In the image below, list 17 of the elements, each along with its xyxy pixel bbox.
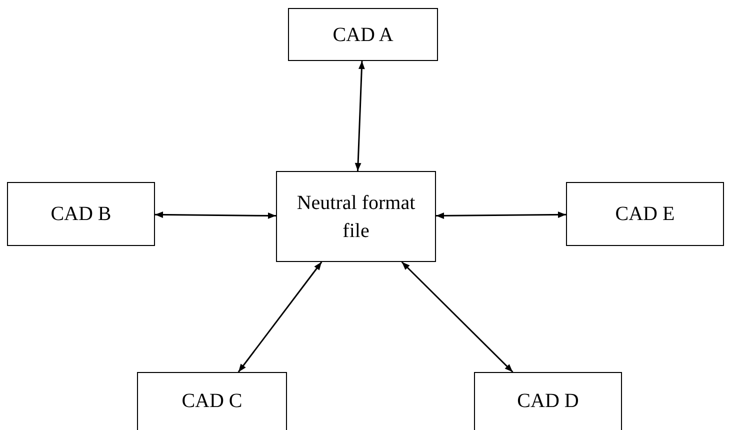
double-arrow <box>401 261 514 373</box>
double-arrow <box>354 60 365 172</box>
process-box <box>7 182 155 246</box>
box-label: CAD B <box>50 202 112 227</box>
process-box <box>288 8 438 61</box>
process-box <box>474 372 622 430</box>
double-arrow <box>436 212 566 219</box>
process-box <box>566 182 724 246</box>
process-box <box>276 171 436 262</box>
double-arrow <box>155 212 276 219</box>
box-label: Neutral format file <box>296 190 416 244</box>
process-box <box>137 372 287 430</box>
box-label: CAD E <box>615 202 675 227</box>
box-label: CAD A <box>332 22 394 48</box>
box-label: CAD D <box>517 389 579 414</box>
box-label: CAD C <box>182 389 242 414</box>
double-arrow <box>238 262 322 372</box>
